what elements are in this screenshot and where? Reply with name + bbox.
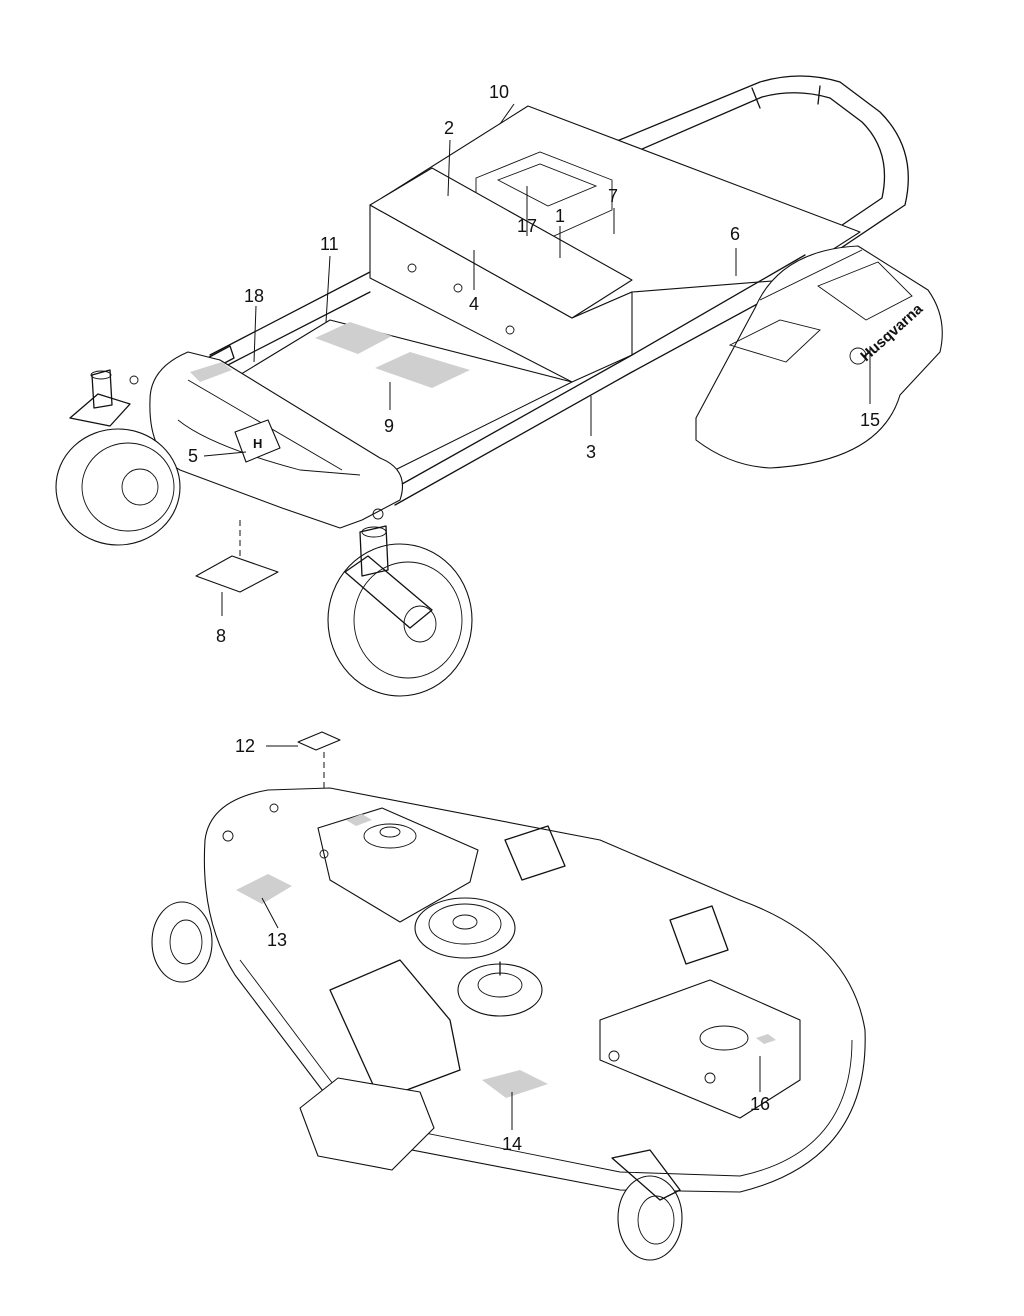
callout-7: 7 (608, 186, 618, 206)
callout-6: 6 (730, 224, 740, 244)
callout-14: 14 (502, 1134, 522, 1154)
callout-2: 2 (444, 118, 454, 138)
callout-17: 17 (517, 216, 537, 236)
callout-3: 3 (586, 442, 596, 462)
callout-18: 18 (244, 286, 264, 306)
chassis-assembly: H Husqv (55, 75, 943, 697)
callout-13: 13 (267, 930, 287, 950)
mower-deck-assembly (151, 787, 866, 1261)
callout-5: 5 (188, 446, 198, 466)
leader-lines (203, 103, 871, 1130)
callout-4: 4 (469, 294, 479, 314)
callout-10: 10 (489, 82, 509, 102)
rear-handle (599, 75, 909, 253)
callout-8: 8 (216, 626, 226, 646)
decal-8 (195, 555, 279, 593)
callout-1: 1 (555, 206, 565, 226)
caster-wheel-front (327, 508, 473, 697)
caster-wheel-left (55, 369, 181, 546)
bumper-logo-mark: H (253, 436, 262, 451)
callout-11: 11 (320, 234, 339, 254)
callout-9: 9 (384, 416, 394, 436)
callout-16: 16 (750, 1094, 770, 1114)
decal-12 (297, 731, 341, 751)
callout-12: 12 (235, 736, 255, 756)
callout-labels: 1 2 3 4 5 6 7 8 9 10 11 12 13 14 15 16 1… (188, 82, 880, 1154)
rear-fender: Husqvarna (695, 245, 943, 469)
callout-15: 15 (860, 410, 880, 430)
